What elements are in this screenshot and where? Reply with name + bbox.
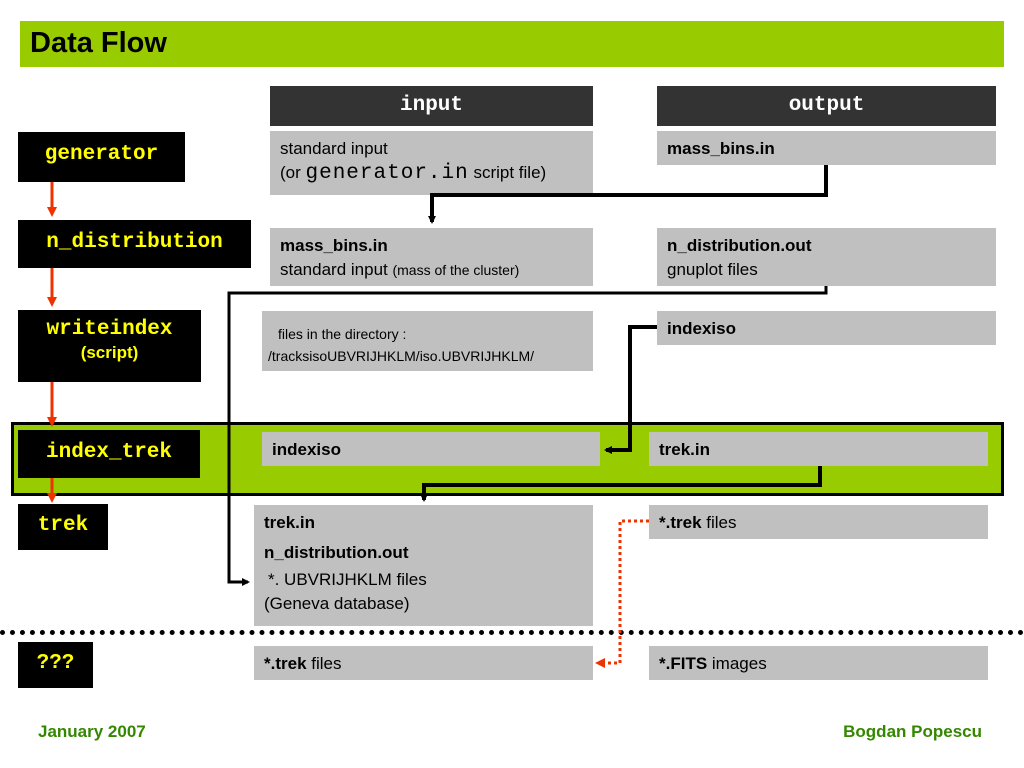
n-distribution-input-line2: standard input (mass of the cluster) [280,258,583,282]
trek-input-file-2: n_distribution.out [264,543,409,562]
program-index-trek: index_trek [18,430,200,478]
n-distribution-output-file: n_distribution.out [667,236,812,255]
trek-input-box: trek.in n_distribution.out *. UBVRIJHKLM… [254,505,593,626]
trek-input-database: (Geneva database) [264,594,410,613]
trek-output-box: *.trek files [649,505,988,539]
output-column-header: output [657,86,996,126]
generator-input-box: standard input (or generator.in script f… [270,131,593,195]
generator-input-prefix: (or [280,163,306,182]
footer-date: January 2007 [38,722,146,741]
input-column-header: input [270,86,593,126]
writeindex-input-line1: files in the directory : [278,326,407,342]
writeindex-input-box: files in the directory : /tracksisoUBVRI… [262,311,593,371]
index-trek-input-file: indexiso [272,440,341,459]
footer-author: Bogdan Popescu [843,722,982,741]
program-generator: generator [18,132,185,182]
unknown-input-box: *.trek files [254,646,593,680]
trek-input-file-1: trek.in [264,513,316,532]
program-n-distribution: n_distribution [18,220,251,268]
unknown-input-suffix: files [306,654,342,673]
unknown-input-pattern: *.trek [264,654,307,673]
unknown-output-box: *.FITS images [649,646,988,680]
n-distribution-output-gnuplot: gnuplot files [667,260,758,279]
index-trek-output-file: trek.in [659,440,711,459]
n-distribution-stdin: standard input [280,260,393,279]
trek-output-suffix: files [701,513,737,532]
program-trek: trek [18,504,108,550]
generator-input-line2: (or generator.in script file) [280,161,583,186]
writeindex-output-box: indexiso [657,311,996,345]
unknown-output-suffix: images [707,654,767,673]
arrow-trek-files-to-unknown [595,519,649,668]
trek-output-pattern: *.trek [659,513,702,532]
generator-input-line1: standard input [280,139,388,158]
n-distribution-stdin-note: (mass of the cluster) [392,262,520,278]
program-writeindex-subtitle: (script) [80,343,139,362]
n-distribution-output-box: n_distribution.out gnuplot files [657,228,996,286]
generator-output-file: mass_bins.in [667,139,775,158]
title-bar: Data Flow [20,21,1004,67]
program-unknown: ??? [18,642,93,688]
generator-input-script-name: generator.in [305,162,469,185]
program-writeindex-name: writeindex [46,318,173,341]
n-distribution-input-file: mass_bins.in [280,236,388,255]
page-title: Data Flow [30,27,167,59]
dotted-separator [0,630,1024,635]
index-trek-output-box: trek.in [649,432,988,466]
generator-input-suffix: script file) [468,163,547,182]
program-writeindex: writeindex (script) [18,310,201,382]
writeindex-output-file: indexiso [667,319,736,338]
unknown-output-pattern: *.FITS [659,654,708,673]
n-distribution-input-box: mass_bins.in standard input (mass of the… [270,228,593,286]
generator-output-box: mass_bins.in [657,131,996,165]
trek-input-files: *. UBVRIJHKLM files [268,570,427,589]
writeindex-input-path: /tracksisoUBVRIJHKLM/iso.UBVRIJHKLM/ [268,348,535,364]
index-trek-input-box: indexiso [262,432,600,466]
